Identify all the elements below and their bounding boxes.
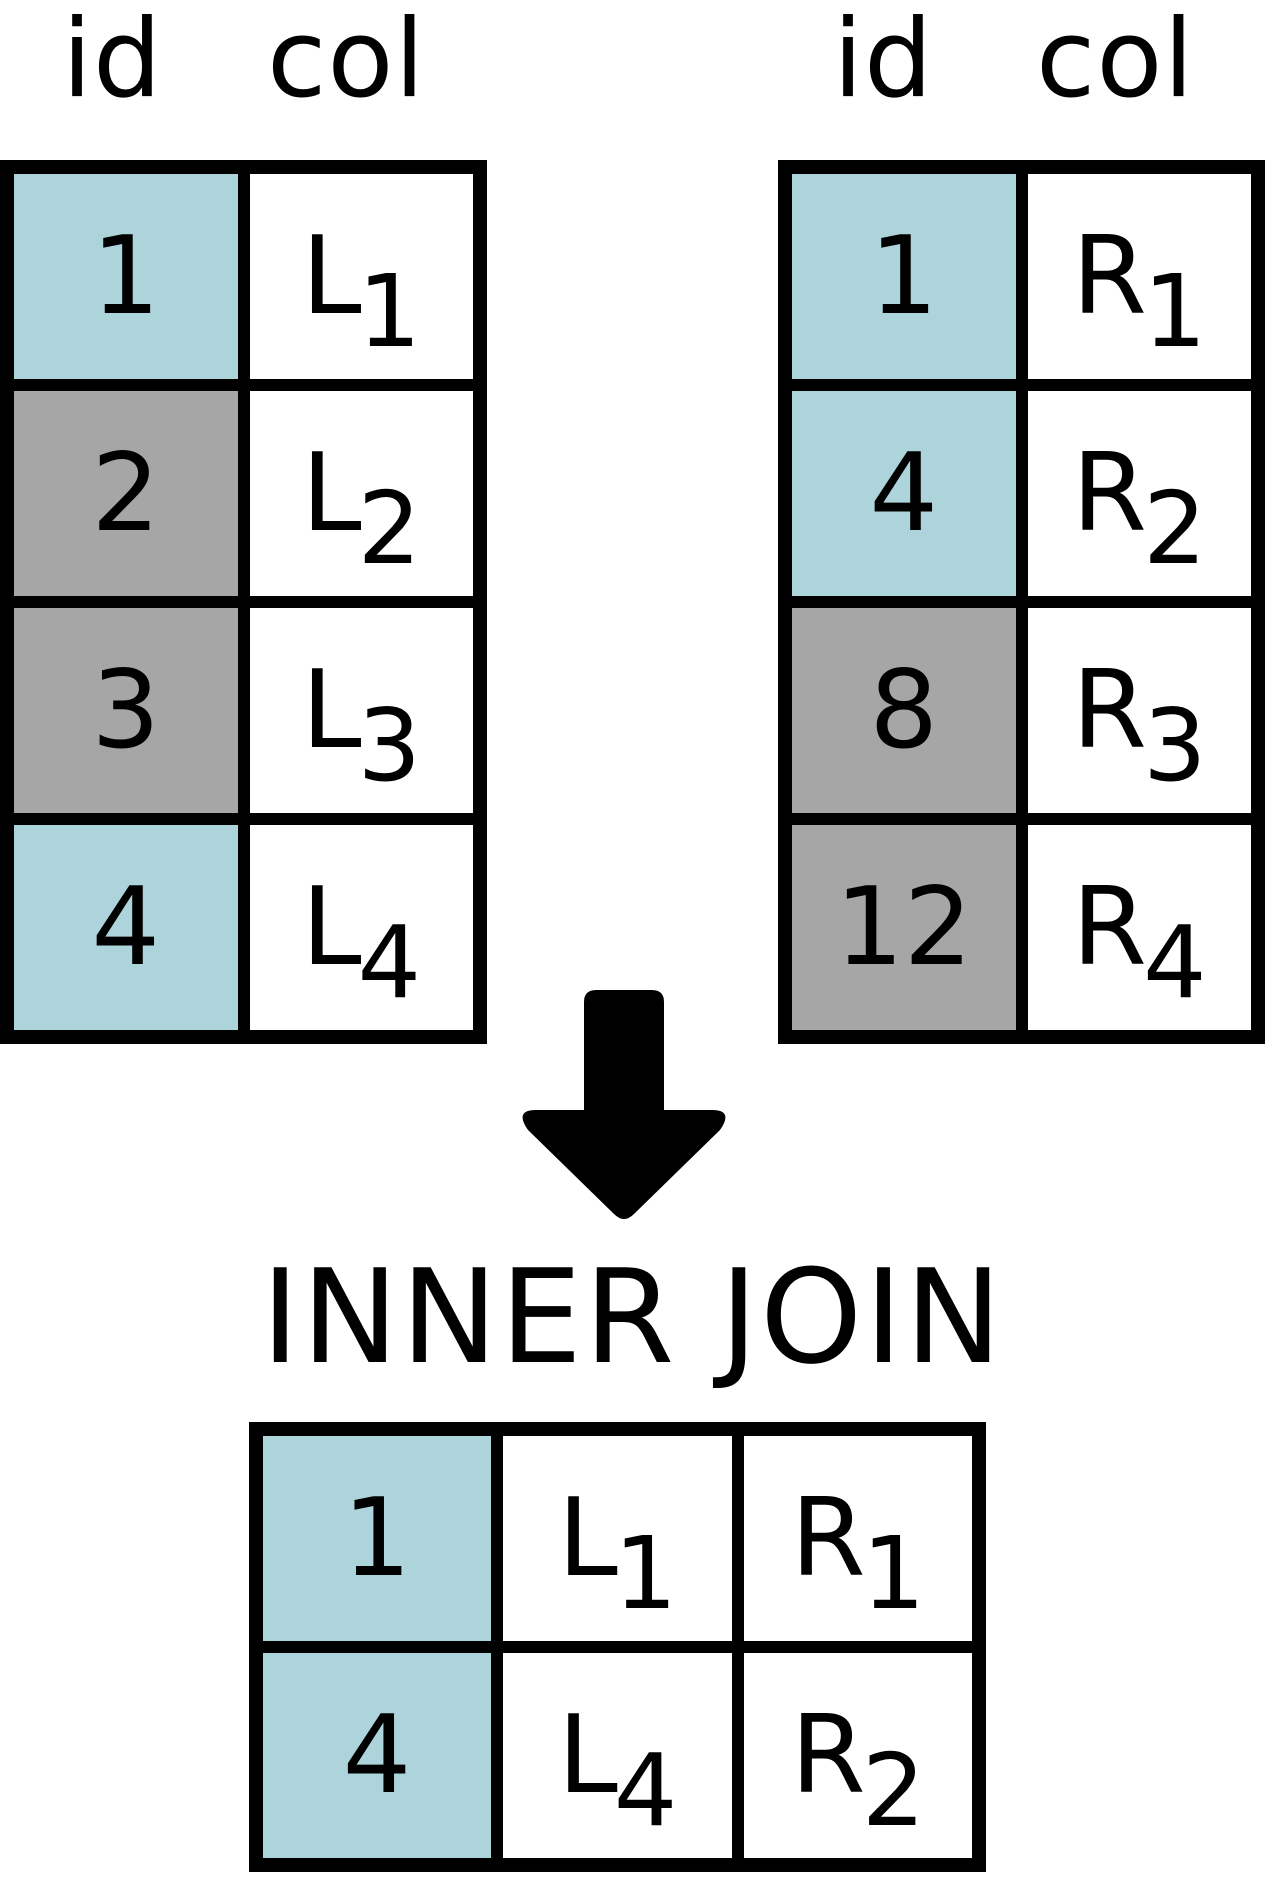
col-base: R [1071,430,1147,556]
left-id-cell: 3 [1,596,250,825]
right-table: 1 R1 4 R2 8 R3 12 R4 [778,160,1265,1044]
left-col-cell: L2 [237,379,486,608]
col-subscript: 1 [1142,252,1207,370]
col-subscript: 3 [1142,686,1207,804]
table-row: 1 R1 [779,161,1264,391]
right-id-cell: 12 [779,813,1028,1043]
col-base: L [557,1475,618,1601]
col-base: R [1071,864,1147,990]
right-id-cell: 4 [779,379,1028,608]
col-base: R [1071,213,1147,339]
col-subscript: 4 [613,1731,678,1849]
result-id-cell: 1 [250,1423,503,1653]
table-row: 12 R4 [779,813,1264,1043]
left-col-cell: L3 [237,596,486,825]
col-subscript: 2 [357,469,422,587]
right-col-header: col [1036,0,1195,122]
table-row: 4 L4 R2 [250,1641,985,1871]
result-left-col-cell: L4 [491,1641,744,1871]
col-base: L [301,647,362,773]
left-id-header: id [62,0,163,122]
table-row: 4 R2 [779,379,1264,608]
col-base: L [301,864,362,990]
table-row: 1 L1 R1 [250,1423,985,1653]
col-base: R [1071,647,1147,773]
col-base: L [557,1692,618,1818]
col-subscript: 1 [613,1514,678,1632]
col-base: R [790,1692,866,1818]
result-right-col-cell: R1 [732,1423,985,1653]
left-col-cell: L1 [237,161,486,391]
right-col-cell: R1 [1015,161,1264,391]
right-col-cell: R3 [1015,596,1264,825]
right-id-cell: 8 [779,596,1028,825]
col-base: L [301,430,362,556]
left-table: 1 L1 2 L2 3 L3 4 L4 [0,160,487,1044]
col-subscript: 1 [357,252,422,370]
result-left-col-cell: L1 [491,1423,744,1653]
col-base: L [301,213,362,339]
table-row: 4 L4 [1,813,486,1043]
col-subscript: 3 [357,686,422,804]
left-col-cell: L4 [237,813,486,1043]
table-row: 1 L1 [1,161,486,391]
right-id-header: id [833,0,934,122]
result-id-cell: 4 [250,1641,503,1871]
left-id-cell: 4 [1,813,250,1043]
result-right-col-cell: R2 [732,1641,985,1871]
left-id-cell: 1 [1,161,250,391]
result-table: 1 L1 R1 4 L4 R2 [249,1422,986,1872]
col-subscript: 4 [357,903,422,1021]
right-col-cell: R4 [1015,813,1264,1043]
col-subscript: 2 [861,1731,926,1849]
col-base: R [790,1475,866,1601]
left-col-header: col [267,0,426,122]
col-subscript: 1 [861,1514,926,1632]
table-row: 3 L3 [1,596,486,825]
table-row: 8 R3 [779,596,1264,825]
operation-label: INNER JOIN [261,1241,1004,1393]
right-col-cell: R2 [1015,379,1264,608]
arrow-down-icon [522,990,726,1219]
col-subscript: 2 [1142,469,1207,587]
right-id-cell: 1 [779,161,1028,391]
col-subscript: 4 [1142,903,1207,1021]
left-id-cell: 2 [1,379,250,608]
table-row: 2 L2 [1,379,486,608]
